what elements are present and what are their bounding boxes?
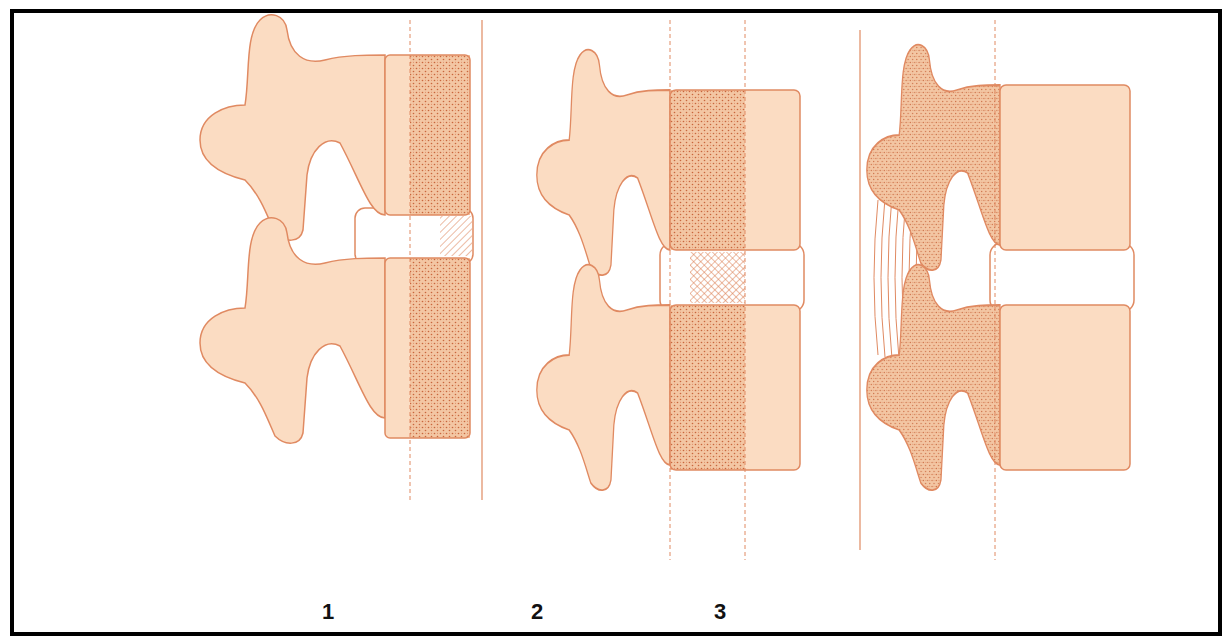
column-boundary	[745, 20, 746, 560]
ligament-hatch	[690, 252, 745, 303]
column-boundary	[410, 20, 411, 500]
ligament-hatch	[440, 216, 472, 256]
column-boundary	[995, 20, 996, 560]
disc	[990, 243, 1134, 312]
vertebra	[200, 15, 470, 240]
disc	[355, 208, 473, 264]
vertebra	[537, 265, 800, 490]
column-number: 1	[322, 601, 334, 623]
column-boundary	[481, 20, 482, 500]
column-boundary	[670, 20, 671, 560]
figure-3	[860, 20, 1134, 560]
column-number: 3	[714, 601, 726, 623]
vertebra	[867, 45, 1130, 270]
vertebra	[200, 218, 470, 443]
column-boundary	[859, 30, 860, 550]
vertebra	[537, 50, 800, 275]
figure-1	[200, 15, 482, 500]
column-number: 2	[531, 601, 543, 623]
frame	[12, 11, 1220, 634]
disc	[660, 243, 804, 312]
vertebra	[867, 265, 1130, 490]
ligament-hatch	[690, 252, 745, 303]
figure-2	[537, 20, 804, 560]
